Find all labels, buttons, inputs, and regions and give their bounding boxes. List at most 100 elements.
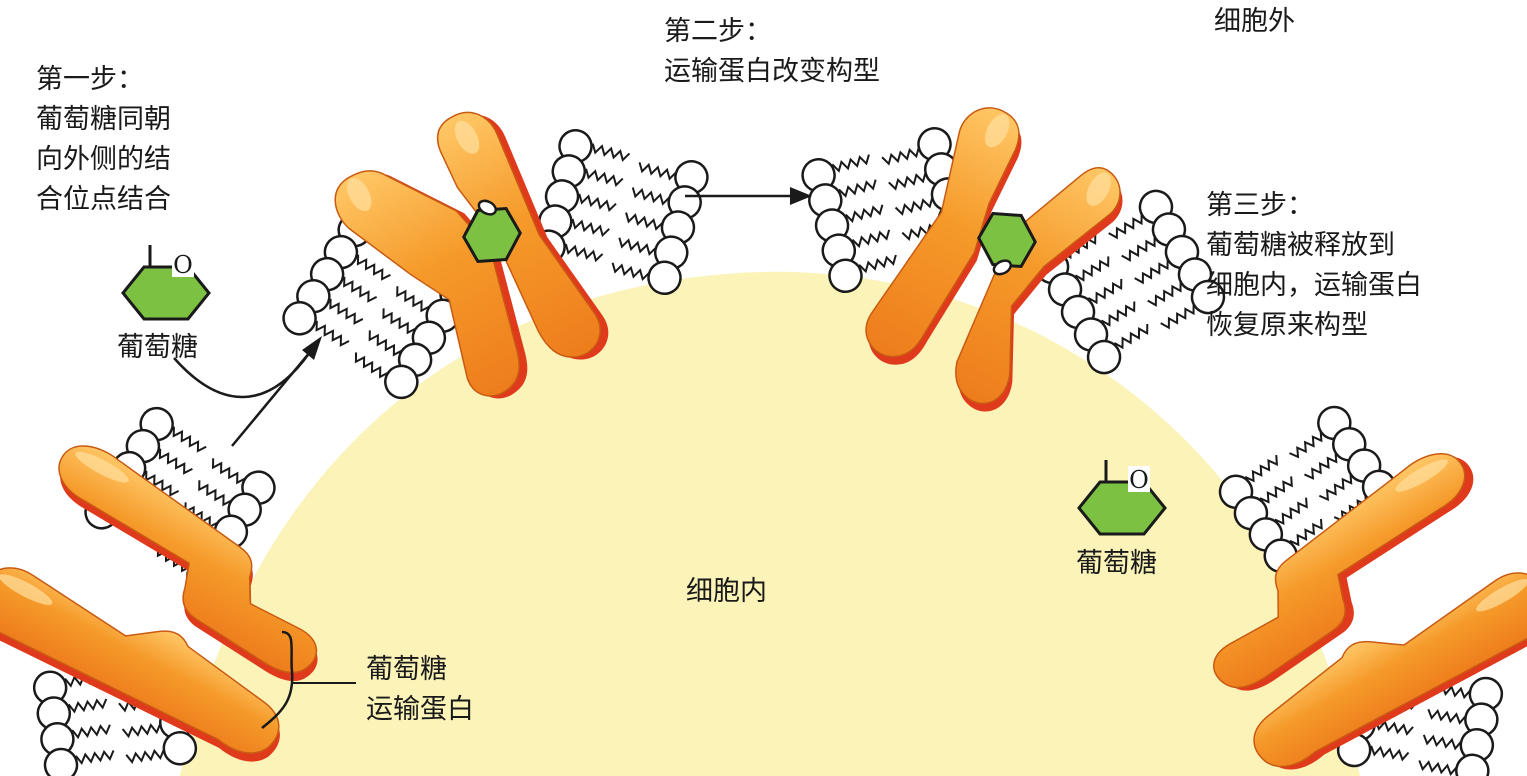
lipid-head bbox=[1190, 279, 1226, 315]
lipid-tail bbox=[198, 480, 233, 507]
lipid-tail bbox=[1259, 476, 1293, 504]
lipid-tail bbox=[368, 330, 403, 357]
lipid-tail bbox=[564, 243, 604, 263]
lipid-tail bbox=[1134, 259, 1169, 285]
lipid-tail bbox=[356, 254, 391, 281]
lipid-tail bbox=[1087, 278, 1123, 305]
transporter-bracket bbox=[261, 630, 356, 729]
lipid-tail bbox=[329, 298, 364, 325]
step-3-line: 恢复原来构型 bbox=[1206, 310, 1368, 341]
glucose-molecule-bound bbox=[462, 199, 522, 264]
glucose-o-label: O bbox=[173, 251, 193, 279]
lipid-tail bbox=[1274, 497, 1308, 525]
lipid-tail bbox=[1289, 518, 1323, 547]
step-2-line: 运输蛋白改变构型 bbox=[664, 56, 880, 87]
lipid-tail bbox=[396, 286, 431, 313]
glucose-molecule-outside: O bbox=[121, 245, 211, 321]
lipid-tail bbox=[1374, 719, 1414, 736]
lipid-tail bbox=[844, 204, 884, 224]
lipid-tail bbox=[1370, 745, 1410, 762]
lipid-head bbox=[647, 260, 682, 296]
cytoplasm-region bbox=[180, 271, 1360, 776]
glucose-label-outside: 葡萄糖 bbox=[117, 332, 198, 363]
step-2-title: 第二步： bbox=[664, 16, 772, 47]
lipid-tail bbox=[125, 748, 165, 764]
lipid-head bbox=[828, 258, 863, 294]
lipid-tail bbox=[1418, 760, 1458, 776]
step-1-title: 第一步： bbox=[36, 64, 144, 95]
glucose-o-label: O bbox=[1129, 466, 1149, 494]
lipid-head bbox=[43, 747, 79, 776]
lipid-tail bbox=[145, 470, 180, 497]
lipid-tail bbox=[71, 724, 111, 740]
lipid-tail bbox=[1100, 301, 1136, 327]
lipid-tail bbox=[631, 187, 671, 206]
outside-cell-label: 细胞外 bbox=[1214, 6, 1295, 37]
lipid-tail bbox=[67, 698, 108, 714]
lipid-tail bbox=[1108, 214, 1143, 240]
lipid-segment bbox=[1034, 189, 1226, 375]
glucose-molecule-released: O bbox=[1077, 460, 1167, 536]
lipid-tail bbox=[851, 229, 891, 249]
lipid-tail bbox=[354, 352, 389, 379]
lipid-tail bbox=[571, 218, 610, 238]
lipid-tail bbox=[1304, 452, 1338, 480]
glucose-molecule-transit bbox=[977, 211, 1037, 276]
glucose-label-inside: 葡萄糖 bbox=[1076, 548, 1157, 579]
lipid-tail bbox=[211, 458, 246, 485]
lipid-head bbox=[162, 731, 198, 766]
step-2-caption: 第二步： 运输蛋白改变构型 bbox=[664, 12, 880, 92]
lipid-tail bbox=[858, 254, 897, 274]
lipid-tail bbox=[1113, 323, 1149, 350]
transporter-protein-restored bbox=[1213, 453, 1527, 770]
step-1-line: 合位点结合 bbox=[36, 184, 171, 215]
lipid-tail bbox=[591, 143, 631, 162]
step-1-caption: 第一步： 葡萄糖同朝 向外侧的结 合位点结合 bbox=[36, 60, 171, 220]
lipid-tail bbox=[611, 262, 651, 282]
arrow-to-binding bbox=[173, 336, 322, 447]
transporter-protein-changed bbox=[865, 107, 1123, 412]
lipid-head bbox=[1455, 753, 1490, 776]
lipid-tail bbox=[75, 749, 115, 766]
transporter-protein-open-outward bbox=[0, 445, 318, 762]
transporter-protein-bound bbox=[334, 111, 609, 399]
lipid-tail bbox=[343, 276, 378, 303]
lipid-tail bbox=[121, 723, 162, 739]
lipid-tail bbox=[1427, 708, 1467, 725]
lipid-tail bbox=[881, 147, 920, 166]
lipid-tail bbox=[831, 154, 870, 173]
arrow-step-two bbox=[685, 187, 812, 205]
lipid-tail bbox=[1244, 455, 1279, 483]
lipid-tail bbox=[638, 162, 677, 181]
lipid-tail bbox=[578, 193, 617, 213]
lipid-tail bbox=[172, 426, 207, 453]
lipid-tail bbox=[382, 308, 417, 335]
lipid-tail bbox=[1074, 256, 1110, 282]
transporter-label: 葡萄糖 运输蛋白 bbox=[366, 650, 474, 730]
lipid-tail bbox=[1422, 734, 1463, 751]
lipid-head bbox=[1086, 339, 1122, 375]
lipid-tail bbox=[158, 448, 193, 475]
lipid-tail bbox=[838, 179, 877, 198]
lipid-tail bbox=[894, 197, 934, 216]
lipid-tail bbox=[1147, 281, 1182, 307]
lipid-tail bbox=[1160, 304, 1195, 330]
lipid-tail bbox=[618, 237, 657, 256]
transporter-label-line: 运输蛋白 bbox=[366, 694, 474, 725]
lipid-tail bbox=[585, 168, 624, 187]
inside-cell-label: 细胞内 bbox=[686, 576, 767, 607]
step-1-line: 葡萄糖同朝 bbox=[36, 104, 171, 135]
step-3-caption: 第三步： 葡萄糖被释放到 细胞内，运输蛋白 恢复原来构型 bbox=[1206, 186, 1422, 346]
step-3-title: 第三步： bbox=[1206, 190, 1314, 221]
transporter-label-line: 葡萄糖 bbox=[366, 654, 447, 685]
lipid-tail bbox=[1121, 236, 1156, 262]
lipid-tail bbox=[1318, 473, 1353, 502]
lipid-head bbox=[384, 364, 419, 400]
step-3-line: 细胞内，运输蛋白 bbox=[1206, 270, 1422, 301]
lipid-tail bbox=[315, 320, 350, 347]
step-3-line: 葡萄糖被释放到 bbox=[1206, 230, 1395, 261]
step-1-line: 向外侧的结 bbox=[36, 144, 171, 175]
lipid-head bbox=[282, 301, 317, 336]
